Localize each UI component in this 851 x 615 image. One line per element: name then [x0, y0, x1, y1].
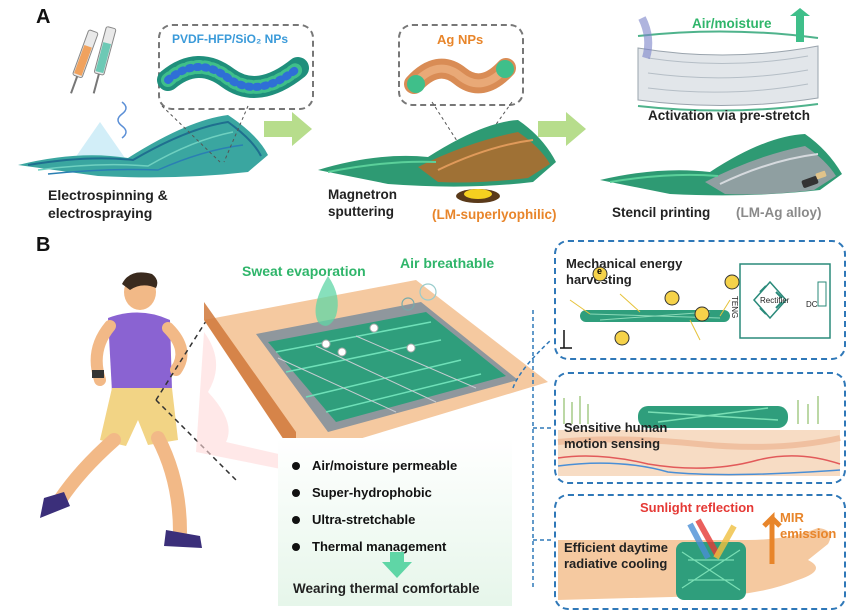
- syringe-illustration: [70, 26, 127, 158]
- callout-line-runner: [155, 317, 237, 481]
- sweat-droplet-icon: [315, 276, 338, 326]
- sunlight-label: Sunlight reflection: [640, 500, 755, 515]
- ag-coated-fiber-illustration: [404, 58, 516, 94]
- energy-box-title: Mechanical energy harvesting: [566, 256, 683, 287]
- process-arrow-1: [264, 112, 312, 146]
- connector-lines: [512, 310, 555, 590]
- rectifier-label: Rectifier: [760, 296, 790, 305]
- property-item: Ultra-stretchable: [292, 506, 457, 533]
- cooling-box-title: Efficient daytime radiative cooling: [564, 540, 669, 571]
- properties-panel: [278, 438, 512, 606]
- step2-note: (LM-superlyophilic): [432, 207, 557, 222]
- panel-b-letter: B: [36, 234, 51, 256]
- skin-fabric-block: [196, 280, 548, 472]
- electron-icons: [592, 266, 740, 346]
- result-arrow: [382, 552, 412, 578]
- teng-label: TENG: [730, 296, 739, 319]
- dc-label: DC: [806, 300, 818, 309]
- inset2-label: Ag NPs: [437, 32, 484, 47]
- brush-icon: [801, 170, 827, 188]
- result-label: Wearing thermal comfortable: [293, 581, 480, 596]
- process-arrow-2: [538, 112, 586, 146]
- air-breathable-label: Air breathable: [400, 255, 495, 271]
- property-item: Air/moisture permeable: [292, 452, 457, 479]
- electron-icon: [592, 266, 740, 346]
- step2-label: Magnetron sputtering: [328, 187, 397, 219]
- hand-wrist-illustration: [558, 511, 831, 600]
- step1-label: Electrospinning & electrospraying: [48, 187, 168, 221]
- property-item: Super-hydrophobic: [292, 479, 457, 506]
- rectifier-circuit: [739, 263, 831, 339]
- step3-top-label: Air/moisture: [692, 16, 772, 31]
- property-item: Thermal management: [292, 533, 457, 560]
- panel-a-letter: A: [36, 6, 51, 28]
- runner-illustration: [40, 272, 202, 548]
- step3-caption: Activation via pre-stretch: [648, 108, 811, 123]
- sputtered-mat: [318, 120, 556, 203]
- step3-label: Stencil printing: [612, 205, 711, 220]
- sweat-evaporation-label: Sweat evaporation: [242, 263, 366, 279]
- electron-label: e: [597, 266, 603, 276]
- electrospun-mat-1: [18, 115, 268, 178]
- fiber-nanoparticle-illustration: [157, 56, 309, 98]
- sensor-skin-illustration: [557, 396, 841, 476]
- air-bubble-icon: [401, 283, 437, 311]
- teng-fiber-illustration: [560, 293, 731, 349]
- properties-list: Air/moisture permeable Super-hydrophobic…: [292, 452, 457, 560]
- step3-note: (LM-Ag alloy): [736, 205, 822, 220]
- motion-box-title: Sensitive human motion sensing: [564, 420, 668, 451]
- zoom-lines-1: [161, 105, 249, 163]
- stretched-membrane-illustration: [637, 8, 819, 112]
- inset1-label: PVDF-HFP/SiO₂ NPs: [172, 32, 289, 46]
- mir-label: MIR emission: [780, 510, 837, 541]
